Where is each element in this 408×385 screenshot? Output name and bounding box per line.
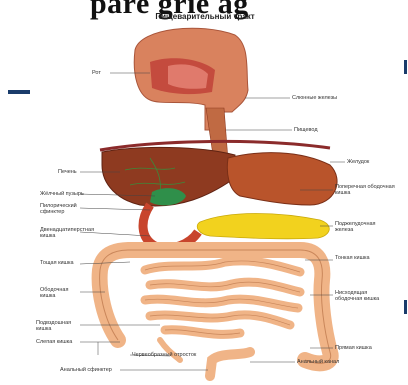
label-colon-descending: Нисходящая ободочная кишка <box>335 290 395 302</box>
label-anus: Анальный канал <box>297 359 339 365</box>
label-salivary-glands: Слюнные железы <box>292 95 337 101</box>
label-jejunum: Тощая кишка <box>40 260 78 266</box>
label-mouth: Рот <box>92 70 101 76</box>
label-colon-ascending: Ободочная кишка <box>40 287 80 299</box>
label-rectum: Прямая кишка <box>335 345 372 351</box>
label-stomach: Желудок <box>347 159 369 165</box>
label-pancreas: Поджелудочная железа <box>335 221 395 233</box>
label-anus-sphincter: Анальный сфинктер <box>60 367 112 373</box>
label-appendix: Червеобразный отросток <box>132 352 196 358</box>
label-cecum: Слепая кишка <box>36 339 72 345</box>
label-liver: Печень <box>58 169 77 175</box>
label-small-intestine: Тонкая кишка <box>335 255 395 261</box>
label-gallbladder: Жёлчный пузырь <box>40 191 84 197</box>
label-colon-transverse: Поперечная ободочная кишка <box>335 184 395 196</box>
label-esophagus: Пищевод <box>294 127 318 133</box>
label-sphincter-pylorus: Пилорический сфинктер <box>40 203 80 215</box>
label-duodenum: Двенадцатиперстная кишка <box>40 227 84 239</box>
label-ileum: Подвздошная кишка <box>36 320 80 332</box>
